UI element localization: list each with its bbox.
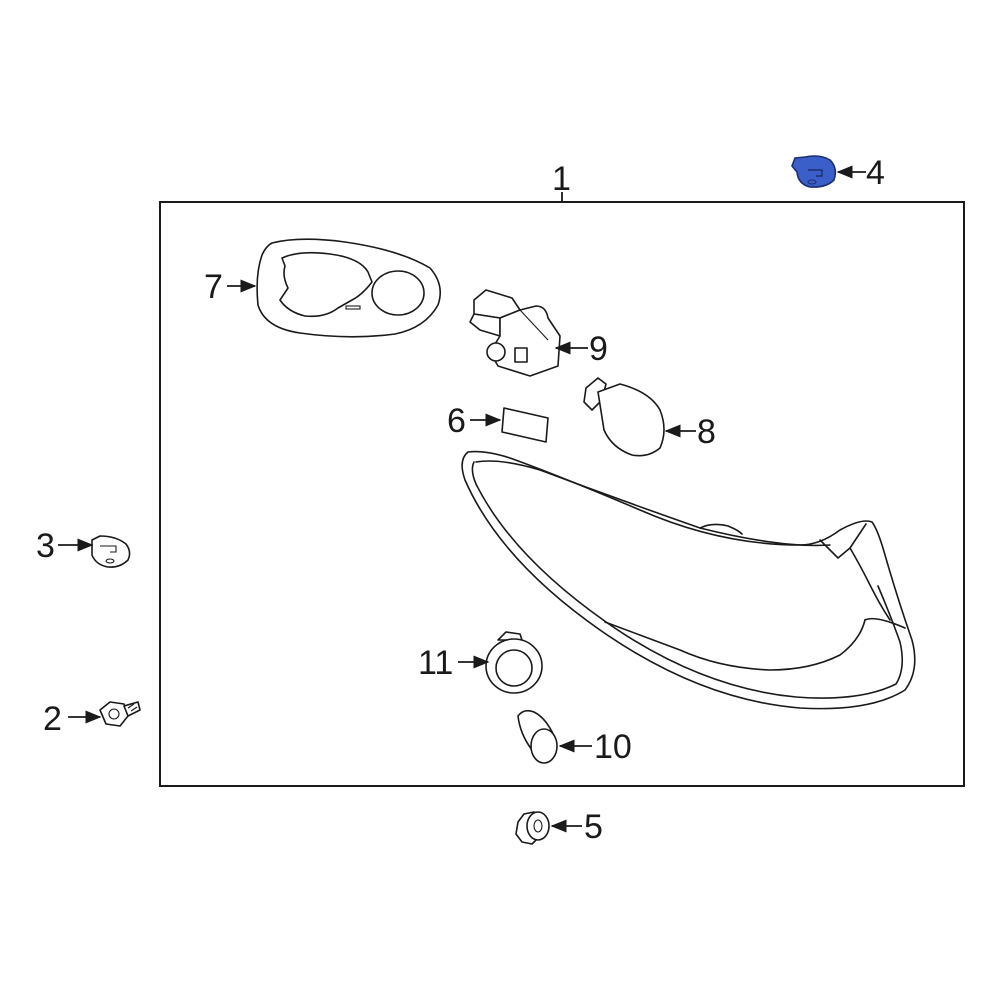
part-8-bulb[interactable]: [583, 377, 665, 457]
callout-3: 3: [36, 527, 55, 565]
callout-7: 7: [204, 268, 223, 306]
callout-11: 11: [418, 644, 453, 682]
callout-9: 9: [589, 330, 608, 368]
callout-5: 5: [584, 808, 603, 846]
part-3-clip[interactable]: [91, 535, 131, 568]
part-11-grommet[interactable]: [485, 631, 543, 694]
part-7-gasket[interactable]: [256, 238, 441, 338]
callout-2: 2: [43, 700, 62, 738]
lamp-housing[interactable]: [461, 450, 916, 710]
part-4-clip-highlighted[interactable]: [791, 155, 837, 188]
part-5-nut[interactable]: [515, 811, 550, 845]
callout-6: 6: [447, 402, 466, 440]
part-2-screw[interactable]: [99, 701, 141, 727]
part-10-small-bulb[interactable]: [517, 709, 558, 764]
part-6-pad[interactable]: [501, 407, 549, 443]
part-9-socket[interactable]: [469, 289, 561, 377]
callout-8: 8: [697, 413, 716, 451]
callout-4: 4: [866, 154, 885, 192]
callout-10: 10: [594, 728, 632, 766]
assembly-frame: [159, 192, 965, 787]
callout-1: 1: [552, 160, 571, 198]
